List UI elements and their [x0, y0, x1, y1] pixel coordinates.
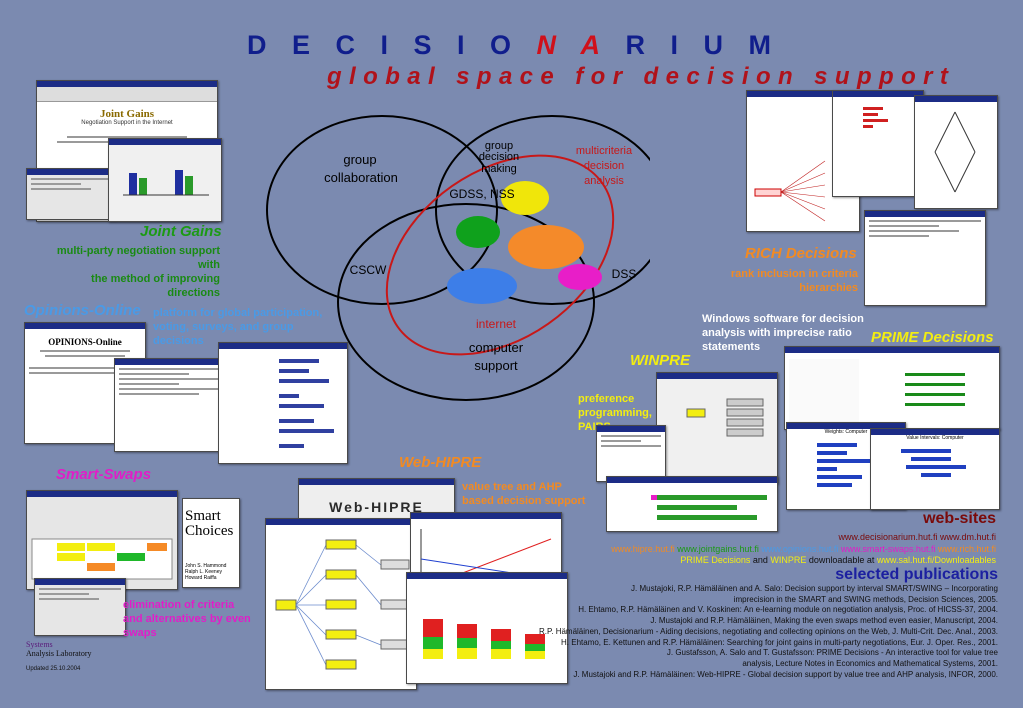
winpre-link-text: WINPRE [770, 555, 807, 565]
label-multicriteria-2: decision [584, 160, 624, 172]
publication-item: R.P. Hämäläinen, Decisionarium - Aiding … [538, 626, 998, 636]
label-computer-support: computer [469, 340, 524, 355]
joint-gains-shot-sub: Negotiation Support in the Internet [81, 120, 173, 126]
rich-decisions-title: RICH Decisions [745, 245, 857, 262]
venn-circle-computer-support [337, 203, 595, 401]
smart-swaps-title: Smart-Swaps [56, 466, 152, 483]
label-group-collaboration: group [343, 152, 376, 167]
link-hipre[interactable]: www.hipre.hut.fi [611, 543, 675, 554]
page-subtitle: global space for decision support [327, 63, 956, 90]
book-title-2: Choices [185, 523, 234, 539]
label-dss: DSS [612, 267, 637, 281]
blob-magenta [558, 264, 602, 290]
label-group-decision-2: decision [479, 151, 519, 163]
publication-item: imprecision in the SMART and SWING metho… [733, 594, 998, 604]
opinions-screenshot-results [218, 342, 348, 464]
web-sites-title: web-sites [923, 510, 996, 527]
label-computer-support-2: support [474, 358, 518, 373]
blob-orange [508, 225, 584, 269]
prime-decisions-link-text: PRIME Decisions [680, 555, 751, 565]
blob-yellow [501, 181, 549, 215]
venn-diagram: group collaboration group decision makin… [266, 115, 650, 401]
smart-swaps-dialog [34, 578, 126, 636]
winpre-main-window [656, 372, 778, 484]
joint-gains-screenshot-left [26, 168, 116, 220]
joint-gains-screenshot-chart [108, 138, 222, 222]
prime-chart-left-title: Weights: Computer [824, 429, 868, 435]
smart-swaps-screenshot [26, 490, 178, 590]
blob-blue [447, 268, 517, 304]
winpre-pairs-window [596, 425, 666, 482]
label-group-collaboration-2: collaboration [324, 170, 398, 185]
label-gdss: GDSS, NSS [449, 187, 514, 201]
venn-circle-group-collaboration [266, 115, 498, 305]
joint-gains-shot-heading: Joint Gains [99, 108, 155, 120]
sal-logo: Systems Analysis Laboratory [26, 640, 92, 658]
publication-item: J. Mustajoki, R.P. Hämäläinen and A. Sal… [631, 584, 998, 593]
label-group-decision: group [485, 140, 513, 152]
web-hipre-banner: Web-HIPRE [329, 499, 424, 515]
winpre-title: WINPRE [630, 352, 690, 369]
web-hipre-value-tree [265, 518, 417, 690]
rich-screenshot-dialog [864, 210, 986, 306]
publications-list: J. Mustajoki, R.P. Hämäläinen and A. Sal… [458, 584, 998, 680]
opinions-online-description: platform for global participation,voting… [153, 307, 323, 347]
page-title: D E C I S I O N A R I U M [247, 30, 781, 60]
rich-screenshot-graph [914, 95, 998, 209]
label-cscw: CSCW [350, 263, 387, 277]
publication-item: H. Ehtamo, R.P. Hämäläinen and V. Koskin… [578, 605, 998, 615]
publication-item: J. Mustajoki and R.P. Hämäläinen, Making… [650, 616, 998, 626]
venn-circle-internet [385, 154, 615, 356]
web-sites-list: www.decisionarium.hut.fi www.dm.hut.fi w… [611, 532, 996, 565]
rich-screenshot-ranking [832, 90, 924, 197]
smart-choices-book-cover: Smart Choices John S. Hammond Ralph L. K… [182, 498, 240, 588]
blob-green [456, 216, 500, 248]
link-opinions[interactable]: www.opinions.hut.fi [761, 543, 839, 554]
book-title-1: Smart [185, 508, 221, 524]
updated-date: Updated 25.10.2004 [26, 666, 81, 672]
link-downloadables[interactable]: www.sal.hut.fi/Downloadables [876, 555, 996, 565]
link-smart-swaps[interactable]: www.smart-swaps.hut.fi [840, 543, 936, 554]
web-hipre-composite-chart [406, 572, 568, 684]
sal-logo-line2: Analysis Laboratory [26, 649, 92, 658]
sal-logo-line1: Systems [26, 640, 53, 649]
opinions-screenshot-survey [114, 358, 228, 452]
prime-value-intervals-chart: Value Intervals: Computer [870, 428, 1000, 510]
winpre-weighting-window [606, 476, 778, 532]
publication-item: J. Gustafsson, A. Salo and T. Gustafsson… [666, 648, 998, 658]
label-multicriteria: multicriteria [576, 145, 633, 157]
opinions-online-title: Opinions-Online [24, 302, 141, 319]
publication-item: H. Ehtamo, E. Kettunen and R.P. Hämäläin… [561, 637, 998, 647]
publications-title: selected publications [835, 566, 998, 583]
link-jointgains[interactable]: www.jointgains.hut.fi [677, 543, 759, 554]
label-internet: internet [476, 317, 517, 331]
joint-gains-title: Joint Gains [140, 223, 222, 240]
prime-chart-right-title: Value Intervals: Computer [906, 435, 964, 441]
opinions-shot-heading: OPINIONS-Online [48, 337, 122, 347]
publication-item: analysis, Lecture Notes in Economics and… [742, 658, 998, 668]
web-hipre-title: Web-HIPRE [399, 454, 482, 471]
web-sites-line1[interactable]: www.decisionarium.hut.fi www.dm.hut.fi [838, 532, 996, 542]
prime-decisions-title: PRIME Decisions [871, 329, 994, 346]
venn-circle-decision-making [435, 115, 650, 305]
book-authors: John S. Hammond Ralph L. Keeney Howard R… [185, 563, 227, 581]
label-multicriteria-3: analysis [584, 175, 624, 187]
link-rich[interactable]: www.rich.hut.fi [937, 543, 996, 554]
prime-screenshot-tree [784, 346, 1000, 430]
label-group-decision-3: making [481, 163, 516, 175]
publication-item: J. Mustajoki and R.P. Hämäläinen: Web-HI… [573, 669, 998, 679]
